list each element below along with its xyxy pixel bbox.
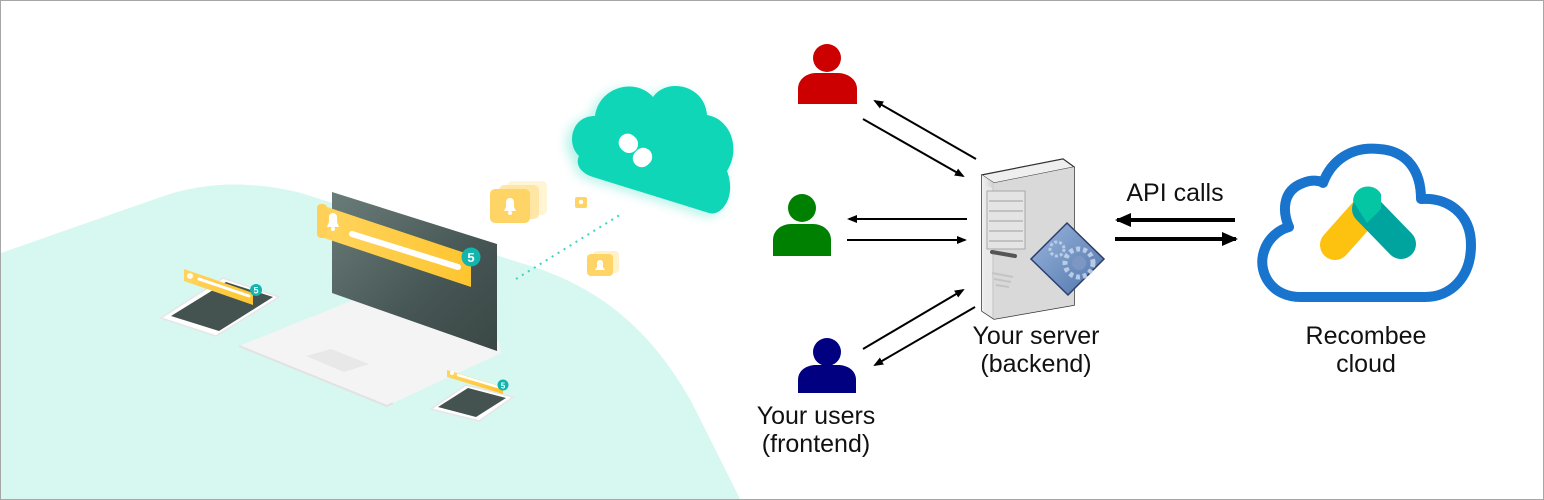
laptop-badge-count: 5 bbox=[467, 250, 474, 265]
tablet-illustration: 5 bbox=[159, 269, 281, 337]
user-icon-red bbox=[798, 44, 857, 104]
api-calls-text: API calls bbox=[1126, 179, 1224, 207]
floating-bell-notification-medium bbox=[587, 251, 619, 276]
tablet-badge-count: 5 bbox=[253, 286, 258, 296]
floating-bell-notification-small bbox=[575, 197, 587, 208]
server-label-line2: (backend) bbox=[980, 350, 1092, 378]
arrow-server-to-red-user bbox=[873, 100, 977, 160]
cloud-label-line2: cloud bbox=[1336, 350, 1396, 378]
floating-bell-notification-large bbox=[490, 181, 547, 223]
cloud-label-line1: Recombee bbox=[1305, 322, 1427, 350]
arrow-red-user-to-server bbox=[862, 118, 965, 177]
recombee-cloud-icon bbox=[1257, 143, 1476, 302]
laptop-notification-card: 5 bbox=[317, 204, 481, 287]
users-label: Your users (frontend) bbox=[731, 402, 901, 458]
users-label-line2: (frontend) bbox=[761, 430, 871, 458]
arrow-blue-user-to-server bbox=[862, 288, 965, 350]
arrow-server-to-blue-user bbox=[873, 306, 976, 367]
server-label-line1: Your server bbox=[972, 322, 1100, 350]
user-icon-blue bbox=[798, 338, 856, 393]
recombee-logo-icon bbox=[1320, 186, 1416, 260]
gear-badge-icon bbox=[1029, 221, 1106, 297]
server-icon bbox=[980, 158, 1076, 320]
phone-badge-count: 5 bbox=[501, 382, 506, 391]
server-label: Your server (backend) bbox=[951, 322, 1121, 378]
cloud-label: Recombee cloud bbox=[1281, 322, 1451, 378]
user-icon-green bbox=[773, 194, 831, 256]
teal-cloud-icon bbox=[567, 85, 734, 216]
phone-illustration: 5 bbox=[429, 370, 515, 422]
api-calls-label: API calls bbox=[1113, 179, 1237, 207]
users-label-line1: Your users bbox=[756, 402, 876, 430]
pill-logo-icon bbox=[618, 133, 653, 168]
